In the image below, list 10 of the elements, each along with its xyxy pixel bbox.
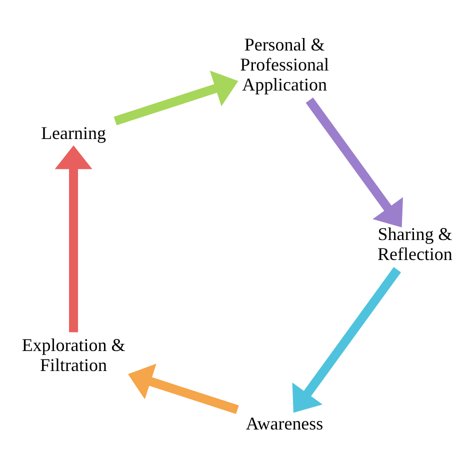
arrow [128, 363, 239, 414]
arrow [54, 144, 92, 332]
node-text: Awareness [246, 412, 324, 433]
node-text: Exploration & Filtration [22, 334, 126, 374]
arrow [292, 266, 402, 412]
node-text: Personal & Professional Application [240, 34, 330, 94]
node-text: Learning [41, 122, 106, 142]
arrow [114, 70, 238, 125]
node-text: Sharing & Reflection [378, 223, 452, 264]
arrow [306, 97, 403, 227]
